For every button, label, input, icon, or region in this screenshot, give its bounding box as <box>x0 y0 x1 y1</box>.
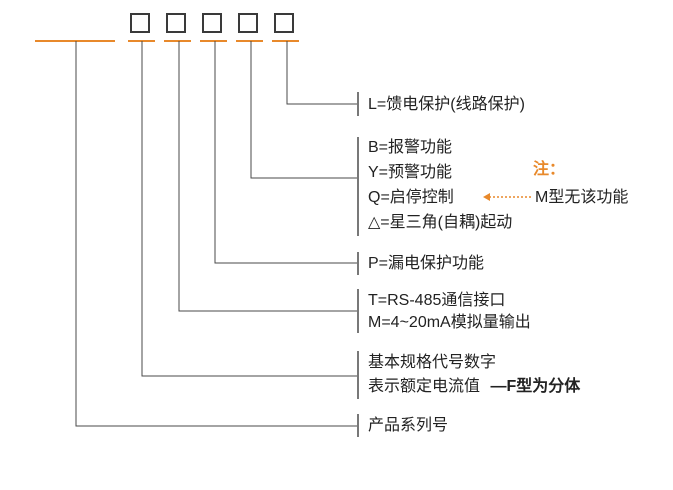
function-line-alarm: B=报警功能 <box>368 139 453 156</box>
code-box-2 <box>166 13 186 33</box>
code-box-4 <box>238 13 258 33</box>
leader-spec <box>141 41 357 377</box>
leakage-label: P=漏电保护功能 <box>368 255 485 272</box>
spec-line-2-text: 表示额定电流值 <box>368 378 481 395</box>
code-box-1 <box>130 13 150 33</box>
leader-series <box>75 41 357 427</box>
leader-comm <box>178 41 357 312</box>
leader-function <box>250 41 357 179</box>
spec-line-1: 基本规格代号数字 <box>368 354 497 371</box>
leader-leakage <box>214 41 357 264</box>
protection-label: L=馈电保护(线路保护) <box>368 96 525 113</box>
code-box-5 <box>274 13 294 33</box>
note-arrowhead-icon <box>483 193 490 201</box>
comm-line-analog: M=4~20mA模拟量输出 <box>368 314 531 331</box>
leader-protection <box>286 41 357 105</box>
function-line-stardelta: △=星三角(自耦)起动 <box>368 214 513 231</box>
series-label: 产品系列号 <box>368 417 449 434</box>
spec-line-2-suffix: —F型为分体 <box>490 378 581 395</box>
spec-line-2: 表示额定电流值 —F型为分体 <box>368 376 580 397</box>
note-label: 注： <box>533 161 566 178</box>
function-line-startstop: Q=启停控制 <box>368 189 454 206</box>
function-line-prealarm: Y=预警功能 <box>368 164 453 181</box>
note-text: M型无该功能 <box>535 189 629 206</box>
code-box-3 <box>202 13 222 33</box>
comm-line-rs485: T=RS-485通信接口 <box>368 292 506 309</box>
